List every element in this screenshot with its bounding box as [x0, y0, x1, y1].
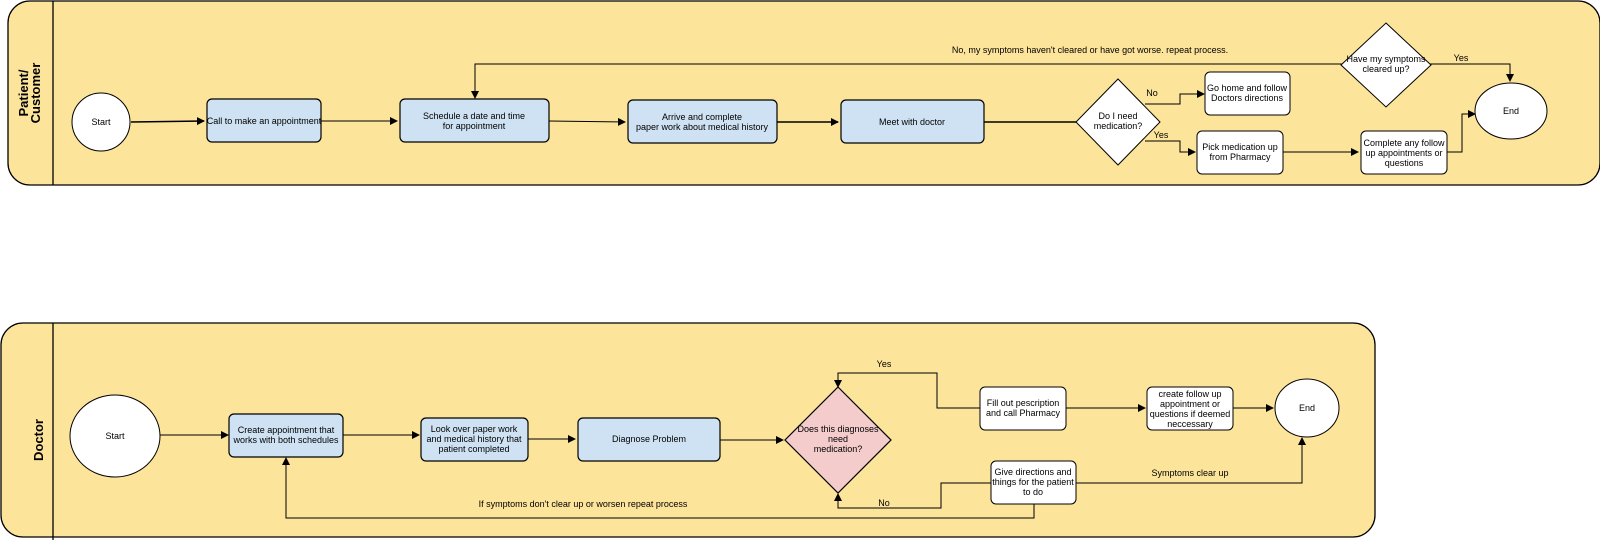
look-over-node[interactable]: Look over paper work and medical history… [420, 417, 529, 462]
doctor-start-node[interactable]: Start [69, 394, 161, 478]
arrive-node[interactable]: Arrive and complete paper work about med… [627, 99, 778, 144]
look-over-label-3: patient completed [438, 444, 509, 454]
patient-edges [130, 63, 1514, 156]
create-follow-label-4: neccessary [1167, 419, 1213, 429]
follow-up-label-3: questions [1385, 158, 1424, 168]
symptoms-cleared-decision[interactable]: Have my symptoms cleared up? [1340, 22, 1432, 108]
go-home-label-2: Doctors directions [1211, 93, 1284, 103]
decision-label-3: medication? [814, 444, 863, 454]
give-directions-label-1: Give directions and [994, 467, 1071, 477]
patient-yes-label: Yes [1154, 130, 1169, 140]
doctor-lane-title: Doctor [31, 419, 46, 461]
give-directions-node[interactable]: Give directions and things for the patie… [990, 460, 1077, 505]
doctor-end-node[interactable]: End [1274, 378, 1340, 438]
create-follow-label-1: create follow up [1158, 389, 1221, 399]
arrive-label-2: paper work about medical history [636, 122, 769, 132]
create-appointment-label-1: Create appointment that [238, 425, 335, 435]
call-appointment-label: Call to make an appointment [207, 116, 322, 126]
doctor-yes-label: Yes [877, 359, 892, 369]
patient-cleared-yes-label: Yes [1454, 53, 1469, 63]
doctor-clear-label: Symptoms clear up [1151, 468, 1228, 478]
look-over-label-1: Look over paper work [431, 424, 518, 434]
give-directions-label-3: to do [1023, 487, 1043, 497]
fill-prescription-node[interactable]: Fill out pescription and call Pharmacy [979, 386, 1067, 431]
patient-repeat-label: No, my symptoms haven't cleared or have … [952, 45, 1228, 55]
give-directions-label-2: things for the patient [992, 477, 1074, 487]
doctor-start-label: Start [105, 431, 125, 441]
doctor-repeat-label: If symptoms don't clear up or worsen rep… [479, 499, 688, 509]
complete-follow-up-node[interactable]: Complete any follow up appointments or q… [1360, 130, 1448, 175]
create-follow-up-node[interactable]: create follow up appointment or question… [1146, 386, 1234, 431]
cleared-label-2: cleared up? [1362, 64, 1409, 74]
cleared-label-1: Have my symptoms [1346, 54, 1426, 64]
fill-prescription-label-2: and call Pharmacy [986, 408, 1061, 418]
create-appointment-label-2: works with both schedules [232, 435, 339, 445]
need-medication-label-2: medication? [1094, 121, 1143, 131]
patient-lane-title-1: Patient/ [16, 69, 31, 116]
patient-start-node[interactable]: Start [71, 92, 131, 152]
need-medication-label-1: Do I need [1098, 111, 1137, 121]
call-appointment-node[interactable]: Call to make an appointment [206, 98, 322, 143]
decision-label-2: need [828, 434, 848, 444]
follow-up-label-2: up appointments or [1365, 148, 1442, 158]
schedule-label-2: for appointment [443, 121, 506, 131]
doctor-no-label: No [878, 498, 890, 508]
look-over-label-2: and medical history that [426, 434, 522, 444]
doctor-end-label: End [1299, 403, 1315, 413]
patient-no-label: No [1146, 88, 1158, 98]
pick-medication-node[interactable]: Pick medication up from Pharmacy [1196, 130, 1284, 175]
diagnose-label: Diagnose Problem [612, 434, 686, 444]
meet-doctor-node[interactable]: Meet with doctor [840, 99, 985, 144]
fill-prescription-label-1: Fill out pescription [987, 398, 1060, 408]
create-appointment-node[interactable]: Create appointment that works with both … [228, 413, 344, 458]
patient-end-label: End [1503, 106, 1519, 116]
follow-up-label-1: Complete any follow [1363, 138, 1445, 148]
meet-doctor-label: Meet with doctor [879, 117, 945, 127]
create-follow-label-3: questions if deemed [1150, 409, 1231, 419]
diagnose-node[interactable]: Diagnose Problem [577, 417, 721, 462]
create-follow-label-2: appointment or [1160, 399, 1220, 409]
schedule-node[interactable]: Schedule a date and time for appointment [399, 98, 550, 143]
pick-medication-label-1: Pick medication up [1202, 142, 1278, 152]
arrive-label-1: Arrive and complete [662, 112, 742, 122]
needs-medication-decision[interactable]: Does this diagnoses need medication? [784, 386, 892, 494]
pick-medication-label-2: from Pharmacy [1209, 152, 1271, 162]
need-medication-decision[interactable]: Do I need medication? [1075, 78, 1161, 166]
schedule-label-1: Schedule a date and time [423, 111, 525, 121]
patient-start-label: Start [91, 117, 111, 127]
doctor-edges [160, 372, 1306, 519]
go-home-label-1: Go home and follow [1207, 83, 1288, 93]
decision-label-1: Does this diagnoses [797, 424, 879, 434]
patient-end-node[interactable]: End [1474, 82, 1548, 140]
patient-lane-title-2: Customer [28, 63, 43, 124]
go-home-node[interactable]: Go home and follow Doctors directions [1204, 71, 1291, 116]
